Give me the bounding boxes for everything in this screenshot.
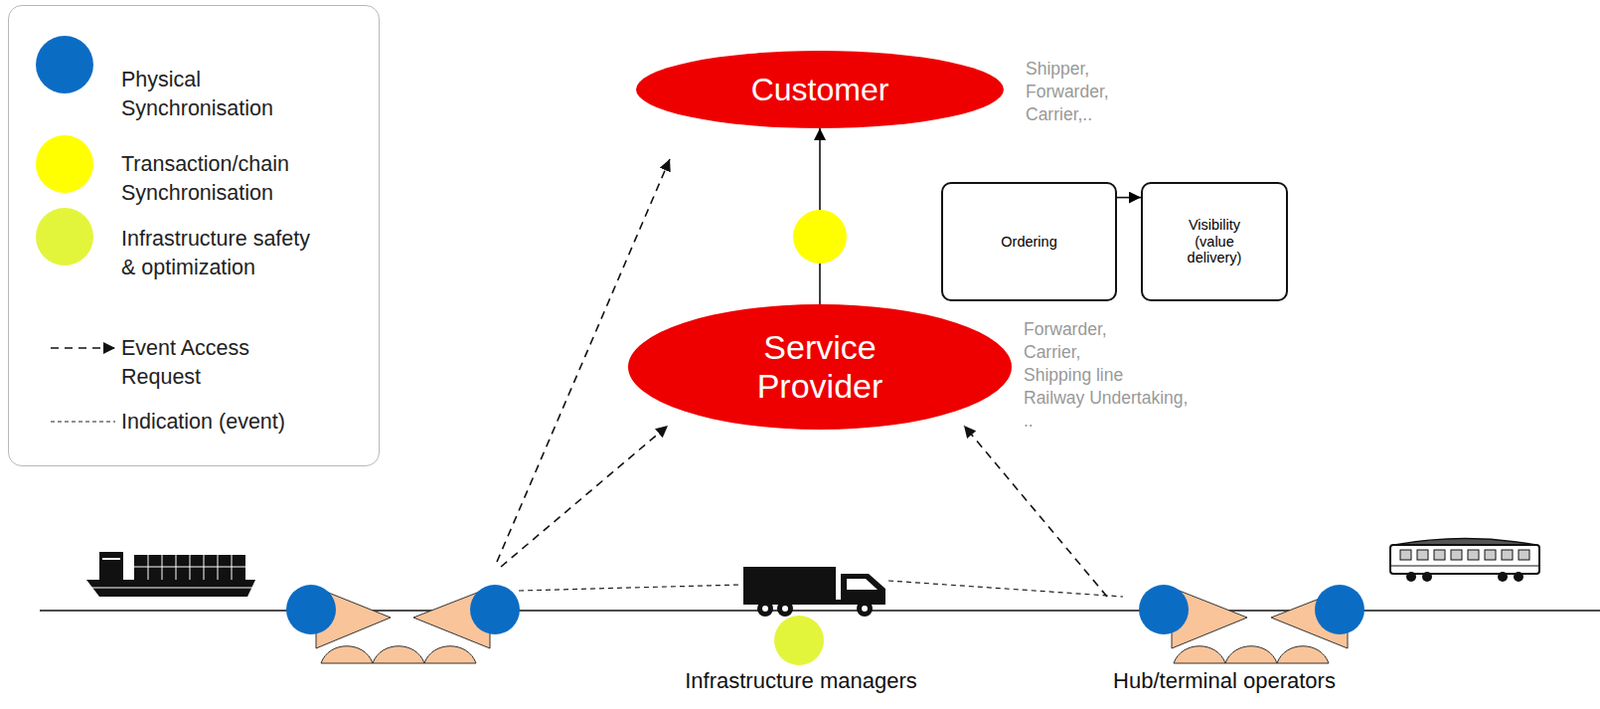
role-list: Forwarder, Carrier, Shipping line Railwa… [1023,318,1188,433]
train-icon [1390,538,1540,583]
transaction-sync-dot [793,209,847,264]
event-access-arrow [500,425,668,567]
legend-text: Indication (event) [121,407,286,437]
actor-ellipse: Customer [636,50,1004,129]
text-line: Synchronisation [121,94,274,124]
physical-sync-dot [1138,584,1189,635]
train-body [1390,544,1540,574]
text-line: Indication (event) [121,407,286,437]
truck-wheel [757,600,774,617]
legend-text: Infrastructure safety & optimization [121,224,311,283]
text-line: Forwarder, [1023,318,1188,341]
text-line: Infrastructure safety [121,224,311,254]
actor-ellipse: Service Provider [628,304,1012,430]
illustration-part [1434,549,1445,560]
infrastructure-dot [774,615,824,665]
illustration-part [161,554,163,580]
indication-line [518,584,742,591]
legend-line-sample [50,420,116,422]
legend-swatch [35,135,94,193]
illustration-part [189,554,191,580]
terminal-waves [1173,645,1329,663]
illustration-part [231,554,233,580]
illustration-part [102,557,121,560]
node-text: Visibility (value delivery) [1169,216,1260,267]
actor-label: Hub/terminal operators [1113,667,1336,693]
train-wheel [1406,571,1417,582]
illustration-part [175,554,177,580]
ship-containers [134,554,246,580]
illustration-part [1484,549,1496,560]
text-line: Railway Undertaking, [1023,386,1188,410]
ellipse-fill [636,50,1004,129]
legend-swatch [35,207,94,266]
illustration-part [86,587,256,589]
legend-swatch [35,35,94,94]
truck-wheel [856,600,873,617]
truck-wheel [777,600,794,617]
illustration-part [217,554,219,580]
truck-icon [743,566,886,617]
legend-text: Transaction/chain Synchronisation [121,150,290,208]
physical-sync-dot [286,584,336,635]
illustration-part [203,554,205,580]
illustration-part [1501,549,1513,560]
illustration-part [1518,549,1530,560]
port-terminal [316,587,490,663]
event-access-arrow [963,425,1108,597]
physical-sync-dot [1314,584,1365,635]
illustration-part [1417,549,1429,560]
legend-text: Event Access Request [121,333,250,392]
text-line: .. [1023,409,1188,433]
role-list: Shipper, Forwarder, Carrier,.. [1025,57,1110,127]
text-line: Shipper, [1025,57,1110,81]
train-wheel [1497,571,1508,582]
node-text: Ordering [1000,233,1057,251]
process-box: Visibility (value delivery) [1140,181,1288,302]
illustration-part [1450,549,1462,560]
actor-label: Infrastructure managers [684,667,918,693]
legend-arrow-sample [50,346,116,349]
node-text: Service Provider [725,327,915,406]
physical-sync-dot [470,584,520,635]
illustration-part [148,554,150,580]
ship-icon [86,551,256,597]
truck-window [846,578,878,590]
illustration-part [1467,549,1479,560]
indication-line [888,580,1123,597]
illustration-part [1400,549,1412,560]
ship-hull [86,579,256,597]
text-line: Carrier, [1023,340,1188,364]
text-line: Carrier,.. [1025,103,1110,127]
legend-text: Physical Synchronisation [121,65,274,124]
node-text: Customer [751,71,890,109]
illustration-part [861,605,868,612]
text-line: Request [121,362,250,392]
process-box: Ordering [941,181,1118,302]
text-line: Event Access [121,333,250,363]
text-line: Shipping line [1023,363,1188,387]
text-line: Forwarder, [1025,80,1110,104]
train-wheel [1422,571,1433,582]
text-line: Physical [121,65,274,95]
truck-cab [840,573,886,603]
truck-trailer [743,566,836,601]
illustration-part [762,605,769,612]
ground-line [39,609,1600,612]
ship-bridge [99,551,124,580]
text-line: Synchronisation [121,178,290,208]
ellipse-fill [628,304,1012,430]
train-wheel [1513,571,1524,582]
text-line: & optimization [121,253,311,283]
text-line: Transaction/chain [121,150,290,179]
illustration-part [782,605,789,612]
legend-box: Physical SynchronisationTransaction/chai… [7,4,380,467]
illustration-part [1390,565,1540,567]
terminal-waves [320,645,477,663]
connector-arrow [1117,196,1141,199]
